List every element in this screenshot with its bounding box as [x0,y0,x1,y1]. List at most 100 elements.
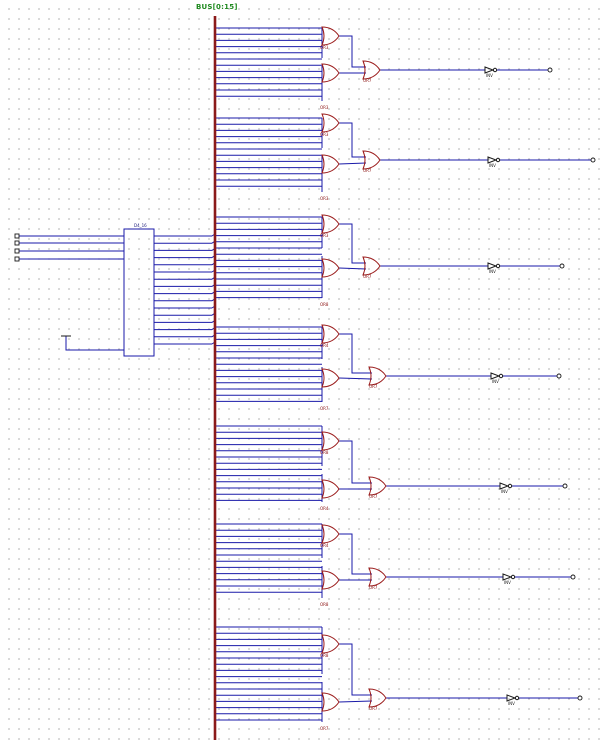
gate-a-to-combine-wire [339,533,372,575]
or-gate-a-label: OR4 [320,543,329,548]
inverter-label: INV [508,701,515,706]
enable-wire [65,336,124,351]
or-gate-combine-label: OR7 [369,706,378,711]
gate-b-to-combine-wire [338,267,367,270]
input-port [14,240,20,246]
or-gate-b [321,368,340,388]
or-gate-b [321,63,340,83]
or-gate-combine-label: OR7 [363,274,372,279]
inverter-body [487,262,498,270]
input-port [14,256,20,262]
or-gate-b [321,479,340,499]
decoder-box [123,228,155,357]
inverter-label: INV [501,489,508,494]
or-gate-b-label: OR4 [320,506,329,511]
output-port [590,157,596,163]
inverter-symbol [506,694,520,702]
gate-a-to-combine-wire [339,35,366,68]
or-gate-a [321,214,340,234]
inverter-label: INV [489,163,496,168]
or-gate-b-label: OR3 [320,105,329,110]
or-gate-combine [362,60,381,80]
gate-a-to-combine-wire [339,333,372,374]
gate-layer: OR3OR3OR7INVOR3OR3OR7INVOR3OR8OR7INVOR4O… [320,26,596,731]
inverter-bubble [507,483,513,489]
or-gate-a [321,524,340,544]
or-gate-b [321,570,340,590]
or-gate-a [321,26,340,46]
inverter-symbol [499,482,513,490]
or-gate-a-label: OR8 [320,653,329,658]
gate-a-to-combine-wire [339,643,372,696]
or-gate-b-label: OR8 [320,302,329,307]
or-gate-a-label: OR3 [320,45,329,50]
inverter-symbol [484,66,498,74]
or-gate-combine-label: OR7 [369,384,378,389]
inverter-body [487,156,498,164]
or-gate-a-label: OR8 [320,450,329,455]
decoder-label: D4_16 [134,223,147,228]
gate-b-to-combine-wire [338,377,373,380]
or-gate-a-label: OR3 [320,132,329,137]
bus-label: BUS[0:15] [196,3,238,11]
output-port [556,373,562,379]
inverter-symbol [502,573,516,581]
output-port [562,483,568,489]
inverter-symbol [487,156,501,164]
inverter-label: INV [486,73,493,78]
gate-b-to-combine-wire [338,162,367,165]
or-gate-b [321,154,340,174]
or-gate-combine-label: OR7 [369,494,378,499]
inverter-label: INV [489,269,496,274]
gate-a-to-combine-wire [339,440,372,484]
inverter-bubble [495,263,501,269]
or-gate-b-label: OR7 [320,726,329,731]
or-gate-combine-label: OR7 [363,78,372,83]
inverter-label: INV [492,379,499,384]
gate-a-to-combine-wire [339,122,366,158]
or-gate-b-label: OR8 [320,602,329,607]
output-port [570,574,576,580]
inverter-bubble [498,373,504,379]
inverter-body [484,66,495,74]
inverter-body [499,482,510,490]
inverter-bubble [510,574,516,580]
or-gate-combine [368,567,387,587]
or-gate-a [321,431,340,451]
gate-a-to-combine-wire [339,223,366,264]
or-gate-combine [368,476,387,496]
or-gate-combine-label: OR7 [369,585,378,590]
decoder-layer: D4_16 [14,223,155,357]
output-port [577,695,583,701]
inverter-bubble [495,157,501,163]
output-port [559,263,565,269]
or-gate-combine [362,256,381,276]
output-port [547,67,553,73]
inverter-body [490,372,501,380]
or-gate-b-label: OR3 [320,196,329,201]
or-gate-combine [368,366,387,386]
input-port [14,233,20,239]
input-port [14,248,20,254]
or-gate-combine [362,150,381,170]
or-gate-a [321,634,340,654]
or-gate-b [321,692,340,712]
or-gate-b-label: OR7 [320,406,329,411]
inverter-bubble [492,67,498,73]
wire-layer [19,27,591,722]
or-gate-a [321,324,340,344]
inverter-bubble [514,695,520,701]
inverter-symbol [490,372,504,380]
or-gate-combine [368,688,387,708]
inverter-label: INV [504,580,511,585]
gate-b-to-combine-wire [338,700,373,703]
or-gate-a-label: OR4 [320,343,329,348]
or-gate-combine-label: OR7 [363,168,372,173]
inverter-body [502,573,513,581]
or-gate-b [321,258,340,278]
or-gate-a [321,113,340,133]
or-gate-a-label: OR3 [320,233,329,238]
inverter-symbol [487,262,501,270]
inverter-body [506,694,517,702]
